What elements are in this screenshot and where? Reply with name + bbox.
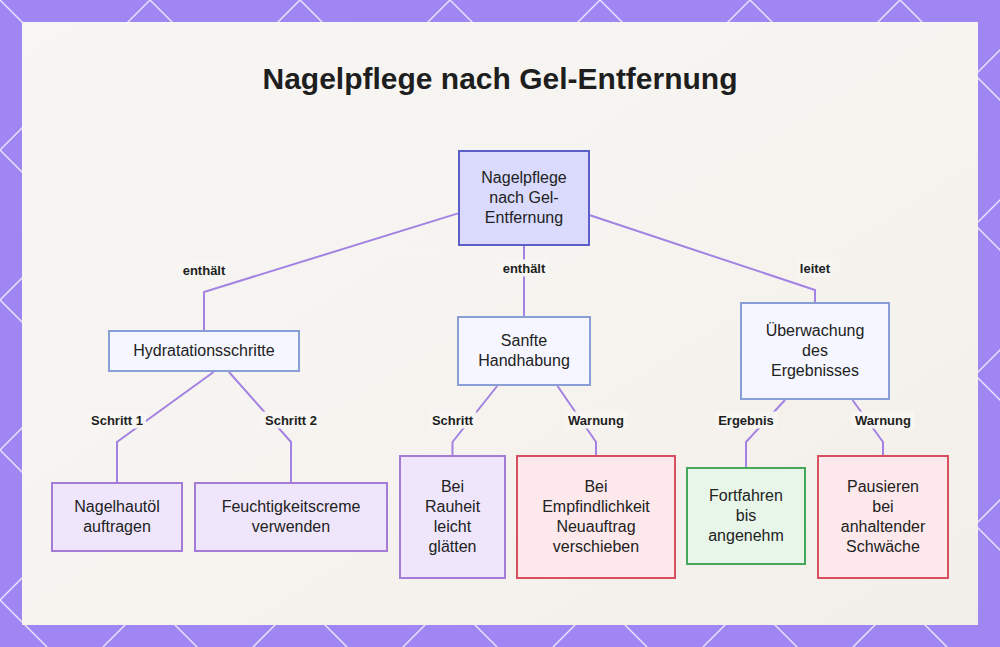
edge-label: Schritt 2	[262, 412, 320, 429]
box-text-wrap: Hydratationsschritte	[114, 341, 294, 361]
edge-label: Warnung	[852, 412, 914, 429]
process-box: Pausieren bei anhaltender Schwäche	[817, 455, 949, 579]
process-box: Überwachung des Ergebnisses	[740, 302, 890, 400]
box-text: Sanfte Handhabung	[474, 331, 574, 371]
connector-line	[590, 215, 815, 302]
box-text: Überwachung des Ergebnisses	[756, 321, 874, 381]
connector-line	[746, 400, 785, 467]
panel	[22, 22, 978, 625]
box-text-wrap: Pausieren bei anhaltender Schwäche	[837, 477, 929, 557]
box-text: Pausieren bei anhaltender Schwäche	[837, 477, 929, 557]
box-text-wrap: Nagelhautöl auftragen	[67, 497, 167, 537]
box-text-wrap: Bei Empfindlichkeit Neuauftrag verschieb…	[534, 477, 658, 557]
connector	[204, 213, 458, 330]
edge-label: enthält	[500, 260, 549, 277]
process-box: Bei Empfindlichkeit Neuauftrag verschieb…	[516, 455, 676, 579]
connector	[746, 400, 785, 467]
box-text: Bei Rauheit leicht glätten	[421, 477, 485, 557]
box-text-wrap: Bei Rauheit leicht glätten	[421, 477, 485, 557]
box-text-wrap: Fortfahren bis angenehm	[703, 486, 789, 546]
diagram-title: Nagelpflege nach Gel-Entfernung	[22, 62, 978, 96]
box-text: Feuchtigkeitscreme verwenden	[216, 497, 366, 537]
edge-label: Schritt 1	[88, 412, 146, 429]
box-text: Nagelhautöl auftragen	[67, 497, 167, 537]
edge-label: leitet	[797, 260, 833, 277]
box-text: Hydratationsschritte	[114, 341, 294, 361]
edge-label: Ergebnis	[715, 412, 777, 429]
process-box: Feuchtigkeitscreme verwenden	[194, 482, 388, 552]
connector-line	[523, 246, 525, 316]
edge-label: Schritt	[429, 412, 476, 429]
box-text: Nagelpflege nach Gel-Entfernung	[472, 168, 576, 228]
edge-label: Warnung	[565, 412, 627, 429]
box-text: Fortfahren bis angenehm	[703, 486, 789, 546]
box-text-wrap: Überwachung des Ergebnisses	[756, 321, 874, 381]
process-box: Nagelhautöl auftragen	[51, 482, 183, 552]
edge-label: enthält	[180, 262, 229, 279]
connector	[524, 246, 525, 316]
box-text-wrap: Nagelpflege nach Gel-Entfernung	[472, 168, 576, 228]
connector-line	[204, 213, 458, 330]
process-box: Nagelpflege nach Gel-Entfernung	[458, 150, 590, 246]
box-text: Bei Empfindlichkeit Neuauftrag verschieb…	[534, 477, 658, 557]
process-box: Hydratationsschritte	[108, 330, 300, 372]
process-box: Sanfte Handhabung	[457, 316, 591, 386]
box-text-wrap: Sanfte Handhabung	[474, 331, 574, 371]
box-text-wrap: Feuchtigkeitscreme verwenden	[216, 497, 366, 537]
process-box: Bei Rauheit leicht glätten	[399, 455, 506, 579]
connector	[590, 215, 815, 302]
process-box: Fortfahren bis angenehm	[686, 467, 806, 565]
